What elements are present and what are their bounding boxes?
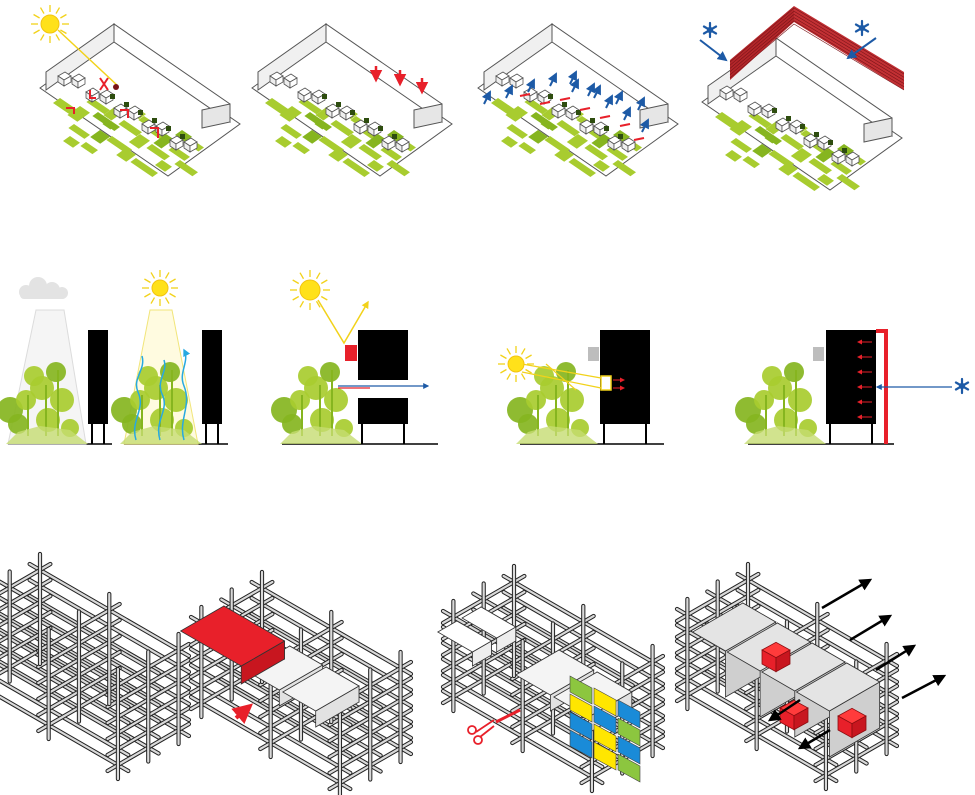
scissors-icon	[468, 720, 494, 744]
tree-cluster	[507, 362, 598, 444]
cloud-icon	[19, 277, 68, 299]
tree-cluster	[735, 362, 826, 444]
section-wall-cold	[735, 330, 952, 444]
tree-cluster	[271, 362, 362, 444]
snowflake-icon	[856, 21, 868, 35]
snowflake-icon	[704, 23, 716, 37]
frame-red-insert	[191, 572, 411, 795]
site-red-arrows	[252, 24, 452, 177]
frame-empty	[0, 554, 189, 779]
sun-icon	[142, 270, 178, 306]
section-sun-reflection	[271, 300, 438, 444]
pipe-frame	[0, 554, 189, 779]
section-sun-window	[507, 330, 664, 444]
sun-icon	[290, 270, 330, 310]
grey-box	[588, 347, 599, 361]
grey-box	[813, 347, 824, 361]
site-blue-arrows	[478, 24, 678, 177]
sun-icon	[498, 346, 534, 382]
sun-icon	[31, 5, 69, 43]
red-box	[345, 345, 357, 361]
site-sun-shading	[40, 24, 240, 177]
snowflake-icon	[956, 379, 968, 393]
frame-export-arrows	[677, 564, 897, 789]
section-cloud-sun-trees	[0, 277, 228, 444]
